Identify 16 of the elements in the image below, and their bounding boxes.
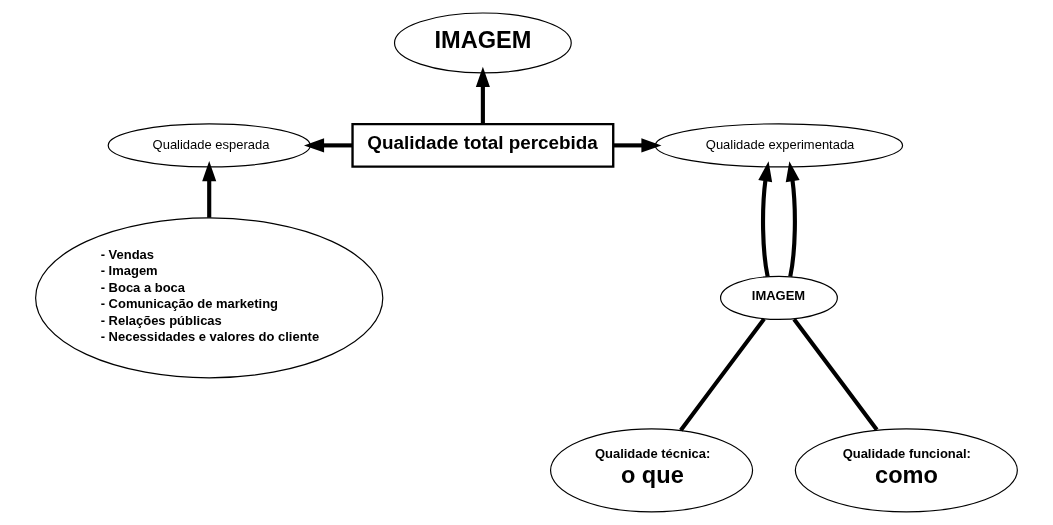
node-ellipse: IMAGEM (393, 12, 572, 74)
connector (679, 317, 766, 432)
arrow (758, 161, 773, 277)
node-ellipse: Qualidade esperada (107, 123, 311, 168)
connector (792, 318, 879, 431)
node-ellipse: IMAGEM (720, 275, 838, 320)
arrow (202, 161, 217, 218)
node-ellipse: Qualidade técnica: o que (549, 428, 754, 513)
node-ellipse: - Vendas - Imagem - Boca a boca - Comunicação de marketing - Relações públicas - Necessidades e valores do cliente (35, 217, 384, 379)
node-box: Qualidade total percebida (351, 122, 615, 168)
arrow (303, 138, 353, 153)
arrow (475, 66, 490, 124)
arrow (785, 161, 800, 277)
node-ellipse: Qualidade funcional: como (794, 428, 1018, 513)
node-ellipse: Qualidade experimentada (654, 123, 904, 168)
arrow (613, 138, 662, 153)
